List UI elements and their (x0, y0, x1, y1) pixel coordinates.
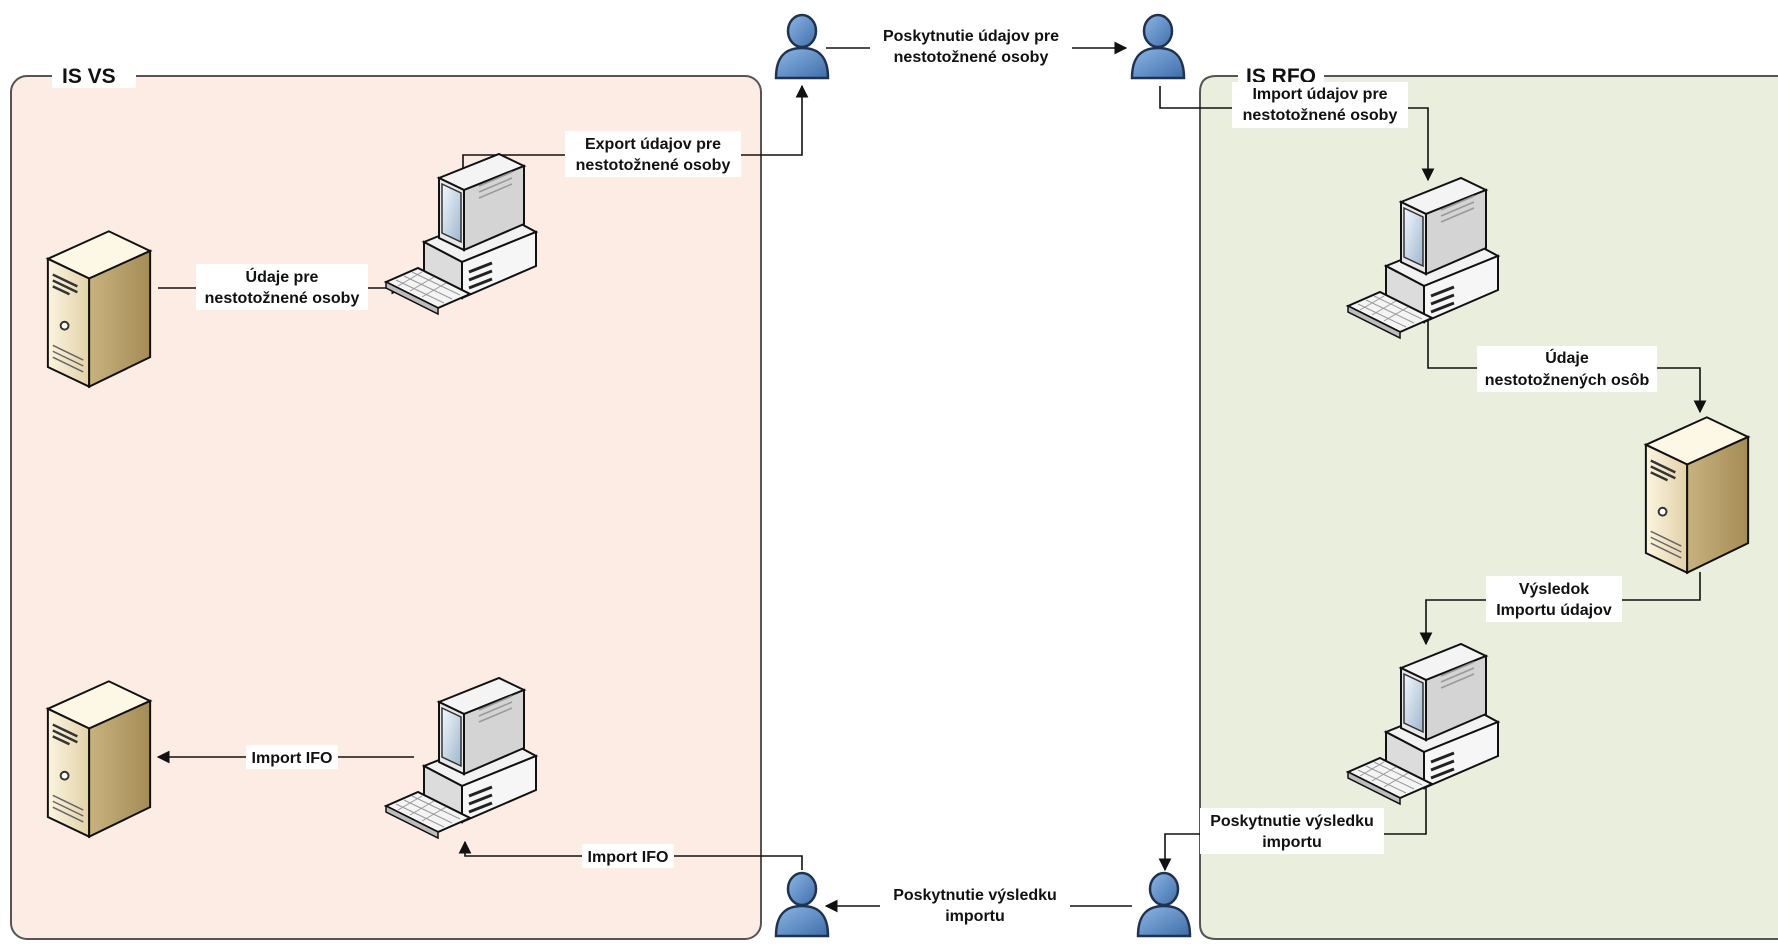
label-import-data-line2: nestotožnené osoby (1243, 107, 1398, 124)
label-provide-result-bottom-line1: Poskytnutie výsledku (893, 887, 1057, 904)
label-provide-result-bottom: Poskytnutie výsledku importu (880, 882, 1070, 928)
person-icon (774, 13, 830, 80)
label-data-for-line2: nestotožnené osoby (205, 290, 360, 307)
server-icon (46, 230, 152, 388)
label-provide-result-right-line1: Poskytnutie výsledku (1210, 813, 1374, 830)
zone-is-vs-title: IS VS (62, 65, 116, 88)
server-icon (1644, 416, 1750, 574)
label-data-for: Údaje pre nestotožnené osoby (196, 264, 368, 310)
label-provide-data-line2: nestotožnené osoby (894, 49, 1049, 66)
label-provide-result-right: Poskytnutie výsledku importu (1200, 808, 1384, 854)
label-import-data-line1: Import údajov pre (1252, 86, 1387, 103)
label-unmatched-data-line1: Údaje (1545, 348, 1589, 367)
label-unmatched-data-line2: nestotožnených osôb (1485, 372, 1650, 389)
label-import-ifo-left-text: Import IFO (252, 750, 333, 767)
label-export-data-line1: Export údajov pre (585, 136, 721, 153)
label-provide-data: Poskytnutie údajov pre nestotožnené osob… (870, 22, 1072, 68)
label-import-ifo-left: Import IFO (246, 745, 338, 769)
label-provide-data-line1: Poskytnutie údajov pre (883, 28, 1059, 45)
label-import-result-line2: Importu údajov (1496, 602, 1612, 619)
label-import-result: Výsledok Importu údajov (1486, 576, 1622, 622)
person-icon (1136, 871, 1192, 938)
label-export-data-line2: nestotožnené osoby (576, 157, 731, 174)
label-import-data: Import údajov pre nestotožnené osoby (1232, 82, 1408, 128)
label-import-ifo-bottom: Import IFO (582, 844, 674, 868)
label-provide-result-right-line2: importu (1262, 834, 1322, 851)
label-import-ifo-bottom-text: Import IFO (588, 849, 669, 866)
label-export-data: Export údajov pre nestotožnené osoby (565, 131, 741, 177)
person-icon (774, 871, 830, 938)
server-icon (46, 680, 152, 838)
label-provide-result-bottom-line2: importu (945, 908, 1005, 925)
label-unmatched-data: Údaje nestotožnených osôb (1477, 346, 1657, 392)
label-import-result-line1: Výsledok (1519, 581, 1589, 598)
label-data-for-line1: Údaje pre (246, 267, 319, 286)
person-icon (1130, 13, 1186, 80)
